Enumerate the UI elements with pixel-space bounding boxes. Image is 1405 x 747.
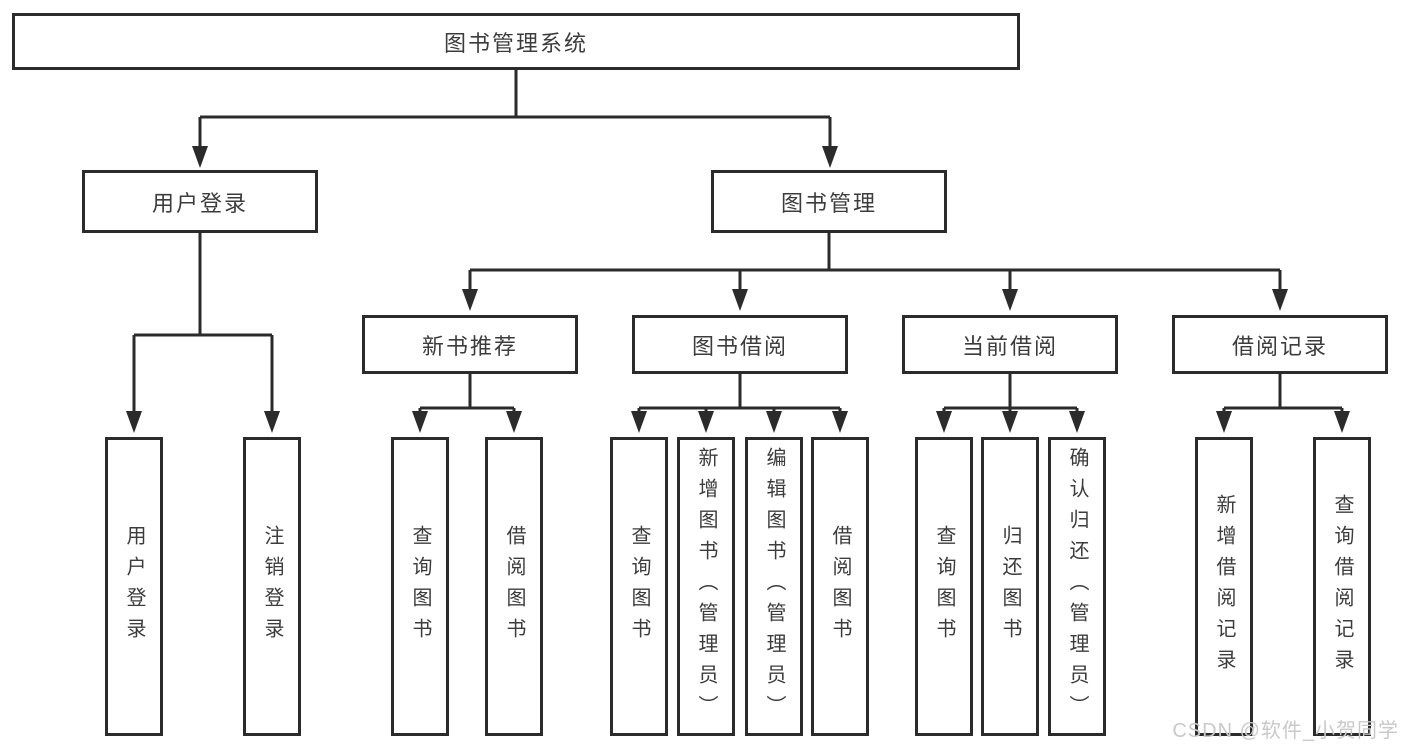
arrow-down-icon [192,146,208,168]
arrow-down-icon [832,411,848,433]
node-label: 查询借阅记录 [1331,493,1353,680]
arrow-down-icon [412,411,428,433]
leaf-query-borrow-record: 查询借阅记录 [1313,437,1371,736]
connector-root-rail [198,70,832,148]
connector-borrow-records-rail [1222,374,1344,413]
node-label: 图书管理系统 [443,30,588,56]
arrow-down-icon [1334,411,1350,433]
node-book-borrow: 图书借阅 [632,315,848,374]
arrow-down-icon [631,411,647,433]
leaf-logout-login: 注销登录 [243,437,301,736]
leaf-confirm-return-admin: 确认归还（管理员） [1048,437,1106,736]
leaf-return-book: 归还图书 [981,437,1039,736]
node-label: 新增图书（管理员） [695,447,717,726]
node-label: 用户登录 [151,190,248,216]
arrow-down-icon [1272,289,1288,311]
arrow-down-icon [1002,289,1018,311]
arrow-down-icon [766,411,782,433]
csdn-watermark: CSDN @软件_小贺同学 [1172,720,1399,742]
node-label: 当前借阅 [961,333,1058,359]
arrow-down-icon [462,289,478,311]
node-label: 新书推荐 [421,333,518,359]
leaf-edit-book-admin: 编辑图书（管理员） [745,437,803,736]
node-new-book-recommend: 新书推荐 [362,315,578,374]
node-book-management: 图书管理 [711,170,947,233]
connector-new-book-rail [418,374,516,413]
arrow-down-icon [732,289,748,311]
node-label: 查询图书 [933,524,955,649]
leaf-query-books-current: 查询图书 [915,437,973,736]
node-label: 借阅图书 [829,524,851,649]
arrow-down-icon [1069,411,1085,433]
connector-book-mgmt-rail [468,233,1282,291]
leaf-borrow-books: 借阅图书 [811,437,869,736]
node-label: 图书借阅 [691,333,788,359]
node-label: 查询图书 [628,524,650,649]
node-library-management-system: 图书管理系统 [12,13,1020,70]
node-user-login: 用户登录 [82,170,318,233]
node-label: 借阅图书 [503,524,525,649]
arrow-down-icon [264,411,280,433]
arrow-down-icon [1216,411,1232,433]
leaf-add-borrow-record: 新增借阅记录 [1195,437,1253,736]
arrow-down-icon [822,146,838,168]
leaf-query-books-recommend: 查询图书 [391,437,449,736]
node-label: 归还图书 [999,524,1021,649]
node-current-borrow: 当前借阅 [902,315,1118,374]
node-label: 注销登录 [261,524,283,649]
node-label: 用户登录 [123,524,145,649]
arrow-down-icon [1002,411,1018,433]
arrow-down-icon [126,411,142,433]
connector-book-borrow-rail [637,374,842,413]
arrow-down-icon [698,411,714,433]
arrow-down-icon [936,411,952,433]
node-label: 编辑图书（管理员） [763,447,785,726]
leaf-borrow-books-recommend: 借阅图书 [485,437,543,736]
node-label: 借阅记录 [1231,333,1328,359]
node-label: 确认归还（管理员） [1066,447,1088,726]
leaf-user-login: 用户登录 [105,437,163,736]
node-label: 新增借阅记录 [1213,493,1235,680]
node-label: 查询图书 [409,524,431,649]
connector-current-borrow-rail [942,374,1079,413]
arrow-down-icon [506,411,522,433]
leaf-query-books-borrow: 查询图书 [610,437,668,736]
arrowheads [126,146,1350,433]
connector-user-login-rail [132,233,274,413]
node-borrow-records: 借阅记录 [1172,315,1388,374]
node-label: 图书管理 [780,190,877,216]
leaf-add-book-admin: 新增图书（管理员） [677,437,735,736]
